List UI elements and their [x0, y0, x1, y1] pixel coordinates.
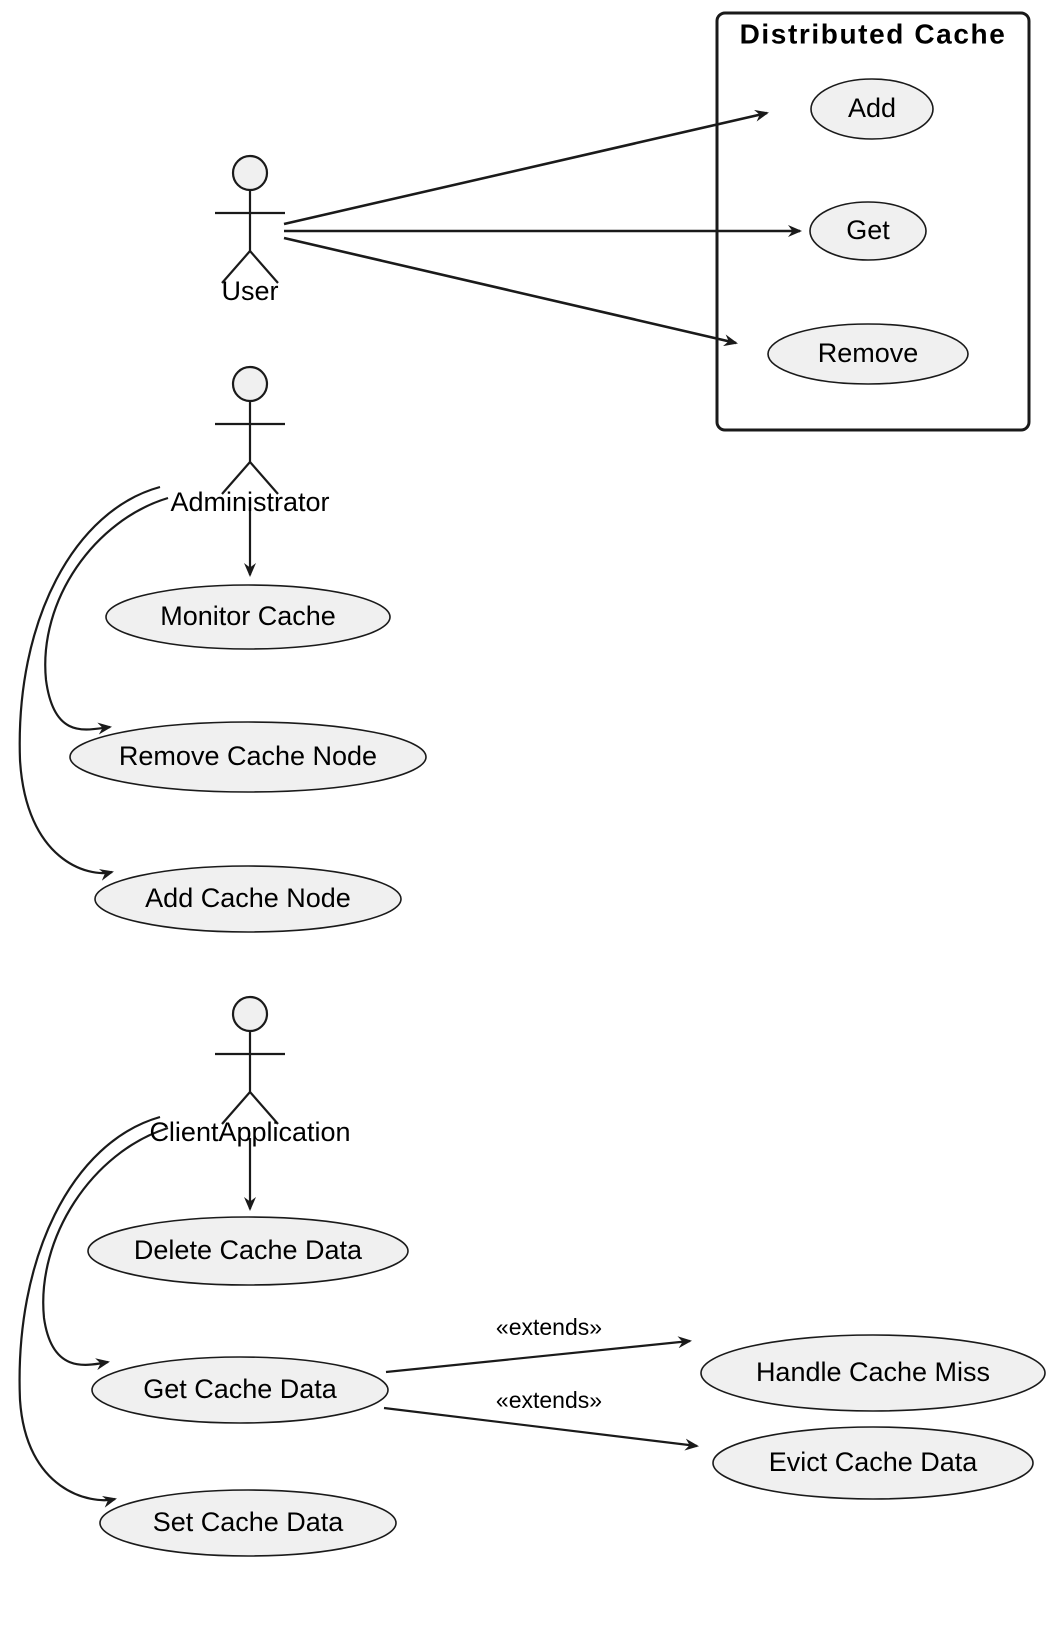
actor-user-head-icon	[231, 154, 269, 192]
use-case-get-cache-data-ellipse[interactable]	[91, 1356, 389, 1424]
actor-user[interactable]: User	[215, 154, 285, 306]
use-case-evict-cache-data-label: Evict Cache Data	[769, 1447, 979, 1477]
use-case-set-cache-data[interactable]: Set Cache Data	[99, 1489, 397, 1557]
use-case-set-cache-data-ellipse[interactable]	[99, 1489, 397, 1557]
association-user-remove	[283, 236, 738, 347]
use-case-remove[interactable]: Remove	[767, 323, 969, 385]
actor-user-label: User	[221, 276, 278, 306]
use-case-get-label: Get	[846, 215, 890, 245]
actor-clientapplication-legs	[221, 1091, 279, 1125]
association-administrator-remove-cache-node	[44, 496, 169, 735]
use-case-remove-label: Remove	[818, 338, 919, 368]
actor-administrator-legs	[221, 461, 279, 495]
association-administrator-add-cache-node	[18, 485, 161, 881]
use-case-add-label: Add	[848, 93, 896, 123]
use-case-get-cache-data[interactable]: Get Cache Data	[91, 1356, 389, 1424]
use-case-add-cache-node-label: Add Cache Node	[145, 883, 351, 913]
use-case-handle-cache-miss-ellipse[interactable]	[700, 1334, 1046, 1412]
use-case-monitor-cache[interactable]: Monitor Cache	[105, 584, 391, 650]
use-case-add-cache-node[interactable]: Add Cache Node	[94, 865, 402, 933]
extends-label-handle-cache-miss: «extends»	[496, 1314, 602, 1340]
use-case-delete-cache-data-label: Delete Cache Data	[134, 1235, 363, 1265]
use-case-handle-cache-miss[interactable]: Handle Cache Miss	[700, 1334, 1046, 1412]
actor-administrator[interactable]: Administrator	[170, 365, 330, 517]
use-case-handle-cache-miss-label: Handle Cache Miss	[756, 1357, 990, 1387]
actor-administrator-head-icon	[231, 365, 269, 403]
use-case-remove-cache-node-ellipse[interactable]	[69, 721, 427, 793]
actor-administrator-label: Administrator	[170, 487, 329, 517]
use-case-get-ellipse[interactable]	[809, 201, 927, 261]
system-boundary-title: Distributed Cache	[740, 18, 1007, 49]
use-case-delete-cache-data-ellipse[interactable]	[87, 1216, 409, 1286]
system-boundary-distributed-cache: Distributed Cache	[715, 11, 1031, 432]
extend-get-cache-data-evict-cache-data: «extends»	[383, 1387, 699, 1451]
use-case-monitor-cache-ellipse[interactable]	[105, 584, 391, 650]
system-boundary-rect	[715, 11, 1031, 432]
use-case-delete-cache-data[interactable]: Delete Cache Data	[87, 1216, 409, 1286]
use-case-remove-cache-node-label: Remove Cache Node	[119, 741, 377, 771]
use-case-set-cache-data-label: Set Cache Data	[153, 1507, 345, 1537]
use-case-evict-cache-data-ellipse[interactable]	[712, 1426, 1034, 1500]
use-case-add-ellipse[interactable]	[810, 78, 934, 140]
association-user-add	[283, 109, 769, 226]
use-case-remove-ellipse[interactable]	[767, 323, 969, 385]
actor-clientapplication[interactable]: ClientApplication	[149, 995, 351, 1147]
association-clientapplication-get-cache-data	[42, 1126, 169, 1371]
use-case-get[interactable]: Get	[809, 201, 927, 261]
association-clientapplication-set-cache-data	[18, 1115, 161, 1508]
use-case-add[interactable]: Add	[810, 78, 934, 140]
use-case-evict-cache-data[interactable]: Evict Cache Data	[712, 1426, 1034, 1500]
use-case-get-cache-data-label: Get Cache Data	[143, 1374, 338, 1404]
extend-get-cache-data-handle-cache-miss: «extends»	[385, 1314, 692, 1374]
actor-clientapplication-head-icon	[231, 995, 269, 1033]
actor-user-legs	[221, 250, 279, 284]
use-case-add-cache-node-ellipse[interactable]	[94, 865, 402, 933]
use-case-remove-cache-node[interactable]: Remove Cache Node	[69, 721, 427, 793]
actor-clientapplication-label: ClientApplication	[149, 1117, 350, 1147]
use-case-monitor-cache-label: Monitor Cache	[160, 601, 336, 631]
extends-label-evict-cache-data: «extends»	[496, 1387, 602, 1413]
